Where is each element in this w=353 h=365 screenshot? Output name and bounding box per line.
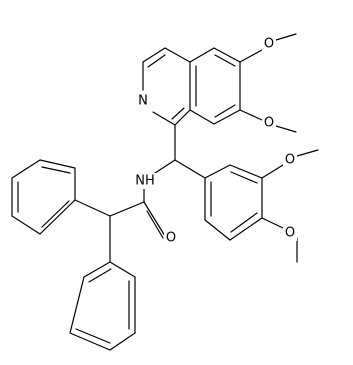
bond — [275, 33, 297, 41]
isoquinoline-pyridine-ring — [142, 47, 191, 126]
bond — [214, 104, 236, 118]
dimethoxyphenyl-ring — [204, 164, 263, 241]
isoquinoline-methoxy-groups — [239, 33, 297, 133]
bond — [275, 125, 297, 133]
bond — [214, 54, 236, 67]
atom-label-ring-methoxy-oxygen-upper: O — [264, 37, 274, 52]
bond — [109, 201, 145, 217]
bond — [239, 109, 263, 121]
bond — [204, 219, 231, 241]
bond — [41, 200, 70, 228]
bond — [261, 217, 284, 229]
bond — [74, 199, 111, 217]
central-linkage — [109, 124, 206, 239]
bond — [69, 276, 85, 334]
atom-label-ring-nitrogen: N — [138, 94, 148, 109]
dimethoxyphenyl-methoxy-groups — [261, 149, 319, 263]
bond — [261, 164, 284, 179]
bond — [11, 215, 41, 235]
bond — [39, 199, 76, 235]
bond — [69, 332, 111, 351]
bond — [143, 201, 166, 237]
bond — [11, 159, 41, 179]
atom-label-ring-methoxy-oxygen-lower: O — [264, 116, 274, 131]
bond — [88, 268, 112, 283]
bond — [171, 107, 185, 120]
atom-label-amide-nh: NH — [135, 174, 155, 189]
bond — [229, 217, 263, 241]
bond — [151, 159, 176, 176]
bond — [142, 47, 166, 63]
bond — [109, 332, 136, 351]
diphenylmethyl-group — [74, 199, 111, 263]
bond — [83, 261, 111, 278]
bond — [174, 109, 191, 126]
atom-label-aryl-methoxy-oxygen-upper: O — [285, 153, 295, 168]
bond — [204, 164, 231, 179]
phenyl-ring-upper — [11, 159, 76, 235]
bond — [41, 166, 71, 174]
bond — [230, 212, 258, 233]
atom-label-carbonyl-oxygen: O — [166, 231, 176, 246]
bond — [213, 109, 241, 125]
bond — [174, 159, 206, 179]
bond — [230, 171, 258, 184]
bond — [146, 210, 164, 239]
bond — [229, 164, 263, 179]
isoquinoline-benzo-ring — [189, 47, 241, 125]
bond — [109, 261, 136, 278]
bond — [296, 149, 319, 157]
bond — [189, 47, 215, 63]
bond — [39, 159, 76, 169]
bond — [152, 111, 176, 126]
bond — [75, 328, 111, 344]
bond — [147, 54, 166, 68]
phenyl-ring-lower — [69, 261, 136, 351]
bond — [239, 49, 263, 63]
bond — [164, 47, 191, 63]
bond — [213, 47, 241, 63]
atom-label-aryl-methoxy-oxygen-lower: O — [285, 226, 295, 241]
bond — [189, 109, 215, 125]
atom-labels: N O O NH O O O — [133, 36, 297, 246]
